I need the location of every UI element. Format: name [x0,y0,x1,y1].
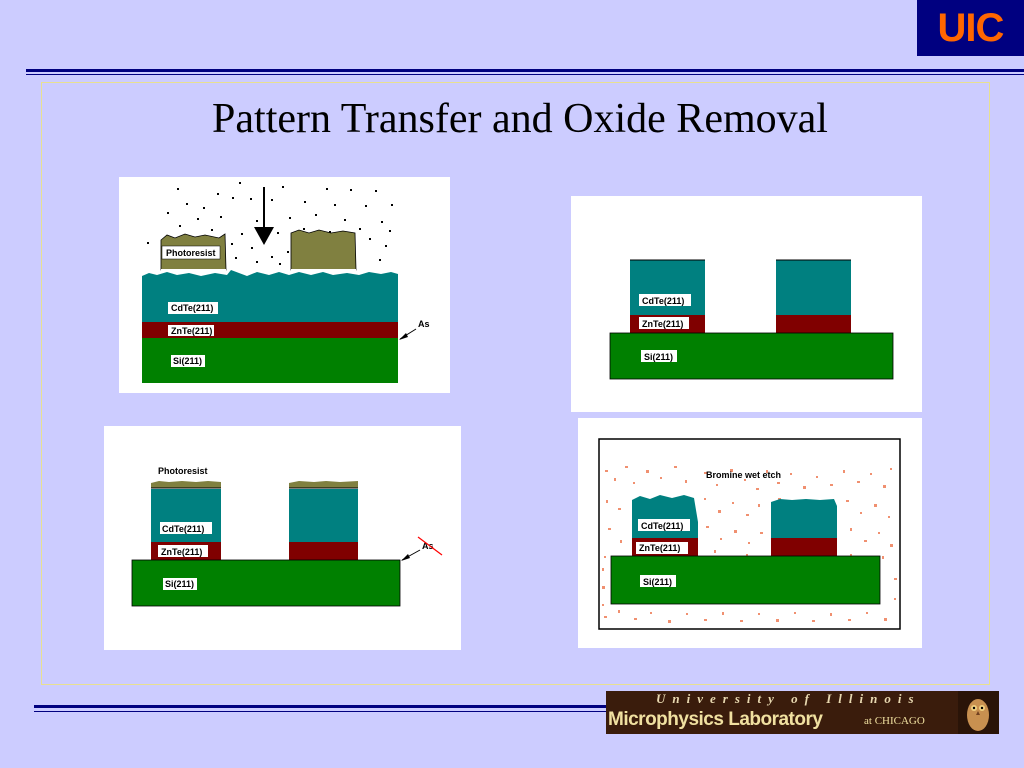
znte-label-box [168,325,214,336]
cdte-label-box [638,519,690,531]
photoresist-label: Photoresist [158,466,208,476]
footer-lab-name: Microphysics Laboratory [608,709,823,730]
si-label: Si(211) [165,579,194,589]
cdte-mesa-right [289,489,358,542]
znte-label: ZnTe(211) [161,547,202,557]
si-label: Si(211) [643,577,672,587]
owl-icon-svg [967,699,989,731]
as-pointer-head [399,333,408,340]
cdte-mesa-right [776,260,851,315]
diagram-photoresist-mesas: Photoresist CdTe(211) ZnTe(211) Si(211) … [104,426,461,650]
cdte-label: CdTe(211) [162,524,204,534]
znte-label: ZnTe(211) [171,326,212,336]
znte-label-box [639,317,689,329]
si-label-box [171,355,205,367]
cdte-mesa-left [632,495,698,538]
page-title: Pattern Transfer and Oxide Removal [212,96,828,142]
diagram-photoresist-mesas-svg: Photoresist CdTe(211) ZnTe(211) Si(211) … [131,466,443,607]
cdte-label-box [168,302,218,314]
si-label-box [640,575,676,587]
si-label: Si(211) [173,356,202,366]
as-strikethrough [417,536,443,556]
znte-label-box [158,545,208,557]
cdte-label-box [160,522,212,534]
ion-beam-arrowhead [254,227,274,245]
photoresist-label-box [161,245,221,260]
znte-label: ZnTe(211) [642,319,683,329]
cdte-mesa-left [151,489,221,542]
diagram-after-milling: CdTe(211) ZnTe(211) Si(211) [571,196,922,412]
photoresist-block-right [290,229,357,271]
etch-label: Bromine wet etch [706,470,781,480]
znte-label: ZnTe(211) [639,543,680,553]
as-label: As [418,319,430,329]
photoresist-label: Photoresist [166,248,216,258]
znte-mesa-right [771,538,837,556]
cdte-mesa-left [630,260,705,315]
footer-rule [34,705,606,712]
footer-campus: at CHICAGO [864,715,925,727]
microphysics-lab-logo: University of Illinois Microphysics Labo… [606,691,999,734]
content-frame [41,82,990,685]
cdte-label: CdTe(211) [642,296,684,306]
uic-logo: UIC [917,0,1024,56]
as-label: As [422,541,434,551]
si-label: Si(211) [644,352,673,362]
ion-particles [147,182,393,265]
cdte-mesa-right [771,499,837,538]
znte-mesa-right [289,542,358,560]
photoresist-cap-right [289,481,358,488]
diagram-bromine-etch: Bromine wet etch CdTe(211) ZnTe(211) Si(… [578,418,922,648]
diagram-after-milling-svg: CdTe(211) ZnTe(211) Si(211) [609,259,894,380]
cdte-label: CdTe(211) [171,303,213,313]
cdte-label: CdTe(211) [641,521,683,531]
znte-label-box [636,542,688,554]
footer-university: University of Illinois [656,691,921,706]
cdte-label-box [639,294,691,306]
si-label-box [641,350,677,362]
diagram-bromine-etch-svg: Bromine wet etch CdTe(211) ZnTe(211) Si(… [598,438,901,630]
znte-mesa-right [776,315,851,333]
header-rule [26,69,1024,75]
cdte-layer [142,270,398,322]
diagram-ion-milling: Photoresist CdTe(211) ZnTe(211) Si(211) … [119,177,450,393]
diagram-ion-milling-svg: Photoresist CdTe(211) ZnTe(211) Si(211) … [142,182,430,383]
photoresist-cap-left [151,481,221,488]
si-label-box [163,578,197,590]
as-pointer-head [401,554,410,561]
owl-icon [958,691,999,734]
